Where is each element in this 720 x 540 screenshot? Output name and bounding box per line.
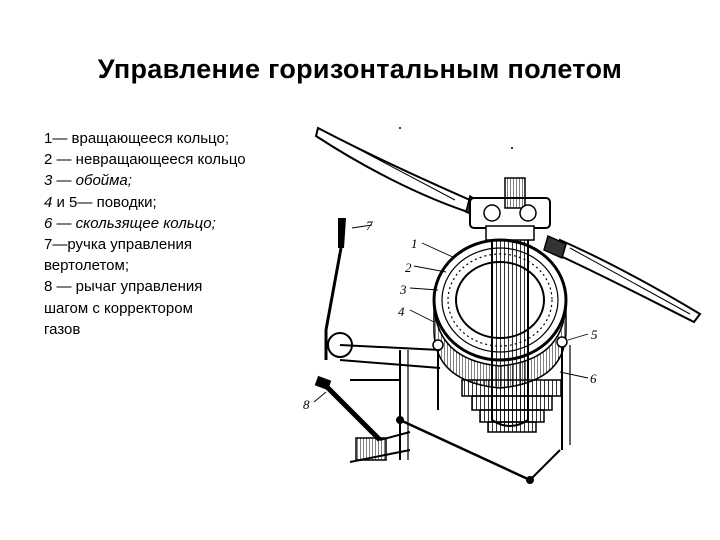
swashplate-drawing: 1 2 3 4 5 6 7 8 <box>303 126 702 484</box>
callout-4: 4 <box>398 304 405 319</box>
legend-line-3: 3 — обойма; <box>44 172 132 190</box>
legend-line-7: вертолетом; <box>44 257 129 275</box>
callout-1: 1 <box>411 236 418 251</box>
legend-line-4: 4 и 5— поводки; <box>44 192 314 213</box>
speck-marks <box>399 127 513 149</box>
legend-line-10: газов <box>44 320 81 338</box>
legend: 1— вращающееся кольцо; 2 — невращающееся… <box>44 128 314 340</box>
callout-3: 3 <box>399 282 407 297</box>
legend-line-2: 2 — невращающееся кольцо <box>44 151 246 169</box>
legend-line-9: шагом с корректором <box>44 299 193 317</box>
rotor-blade-left <box>314 126 487 219</box>
rotor-blade-right <box>543 234 702 324</box>
callout-5: 5 <box>591 327 598 342</box>
legend-line-4-text: и 5— поводки; <box>52 193 157 211</box>
legend-line-4-number: 4 <box>44 193 53 211</box>
callout-leaders <box>313 224 589 403</box>
legend-line-6: 7—ручка управления <box>44 236 193 254</box>
control-linkages <box>339 336 571 484</box>
swashplate-rings <box>432 238 568 389</box>
legend-line-8: 8 — рычаг управления <box>44 278 203 296</box>
legend-line-5: 6 — скользящее кольцо; <box>44 214 216 232</box>
callout-8: 8 <box>303 397 310 412</box>
callout-2: 2 <box>405 260 412 275</box>
callout-labels: 1 2 3 4 5 6 7 8 <box>303 218 598 412</box>
page-title: Управление горизонтальным полетом <box>97 54 623 84</box>
cyclic-stick <box>324 218 353 360</box>
gearbox-stack <box>461 379 563 433</box>
legend-line-1: 1— вращающееся кольцо; <box>44 130 229 147</box>
callout-6: 6 <box>590 371 597 386</box>
rotor-hub <box>469 177 551 229</box>
collective-lever <box>314 375 411 463</box>
callout-7: 7 <box>366 218 373 233</box>
